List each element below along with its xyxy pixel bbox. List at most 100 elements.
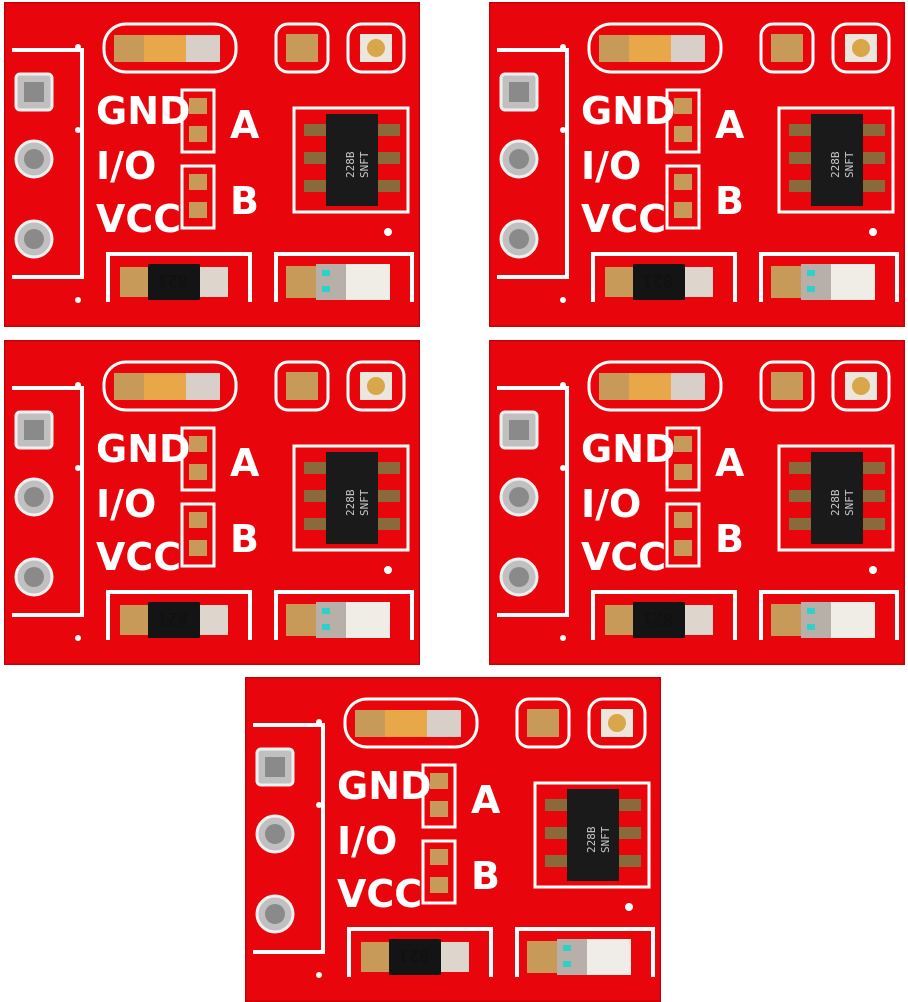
label-io: I/O xyxy=(581,482,641,526)
touch-sensor-board-1: GND I/O VCC A B xyxy=(4,2,420,327)
jumper-b xyxy=(421,839,457,905)
jumper-b xyxy=(180,502,216,568)
capacitor xyxy=(587,360,723,412)
status-led xyxy=(274,252,414,302)
chip-marking-line2: SNFT xyxy=(599,826,612,853)
touch-sensor-board-3: GND I/O VCC A B xyxy=(4,340,420,665)
capacitor xyxy=(343,697,479,749)
header-pin-vcc xyxy=(499,219,539,259)
label-jumper-a: A xyxy=(471,778,501,822)
resistor-marking: 821 xyxy=(642,608,673,628)
resistor-marking: 821 xyxy=(398,945,429,965)
header-pin-io xyxy=(499,139,539,179)
label-gnd: GND xyxy=(337,764,432,808)
resistor-marking: 821 xyxy=(157,270,188,290)
status-led xyxy=(274,590,414,640)
ic-chip: 228B SNFT xyxy=(533,781,651,889)
header-pin-gnd xyxy=(14,72,54,112)
label-jumper-a: A xyxy=(230,103,260,147)
jumper-b xyxy=(180,164,216,230)
jumper-a xyxy=(180,426,216,492)
header-pin-gnd xyxy=(499,410,539,450)
chip-marking-line1: 228B xyxy=(585,826,598,853)
header-pin-gnd xyxy=(255,747,295,787)
header-pin-io xyxy=(14,477,54,517)
touch-pad xyxy=(346,360,406,412)
resistor: 821 xyxy=(347,927,493,977)
chip-marking-line2: SNFT xyxy=(843,489,856,516)
resistor-marking: 821 xyxy=(157,608,188,628)
label-io: I/O xyxy=(337,819,397,863)
chip-marking-line1: 228B xyxy=(829,489,842,516)
label-io: I/O xyxy=(96,144,156,188)
status-led xyxy=(515,927,655,977)
resistor: 821 xyxy=(591,590,737,640)
label-vcc: VCC xyxy=(581,535,666,579)
touch-pad xyxy=(274,360,330,412)
label-vcc: VCC xyxy=(337,872,422,916)
label-jumper-a: A xyxy=(230,441,260,485)
label-jumper-a: A xyxy=(715,103,745,147)
label-vcc: VCC xyxy=(96,535,181,579)
jumper-a xyxy=(665,88,701,154)
touch-pad xyxy=(831,22,891,74)
label-jumper-b: B xyxy=(471,854,500,898)
label-jumper-b: B xyxy=(230,179,259,223)
capacitor xyxy=(587,22,723,74)
header-pin-io xyxy=(255,814,295,854)
label-gnd: GND xyxy=(581,89,676,133)
touch-pad xyxy=(515,697,571,749)
header-pin-vcc xyxy=(255,894,295,934)
label-gnd: GND xyxy=(581,427,676,471)
label-jumper-b: B xyxy=(715,179,744,223)
touch-sensor-board-5: GND I/O VCC A B xyxy=(245,677,661,1002)
label-jumper-b: B xyxy=(230,517,259,561)
touch-sensor-board-2: GND I/O VCC A B xyxy=(489,2,905,327)
resistor: 821 xyxy=(106,590,252,640)
header-pin-vcc xyxy=(499,557,539,597)
ic-chip: 228B SNFT xyxy=(777,106,895,214)
header-pin-vcc xyxy=(14,219,54,259)
label-jumper-b: B xyxy=(715,517,744,561)
capacitor xyxy=(102,22,238,74)
label-gnd: GND xyxy=(96,89,191,133)
header-pin-gnd xyxy=(499,72,539,112)
touch-pad xyxy=(274,22,330,74)
status-led xyxy=(759,590,899,640)
touch-sensor-board-4: GND I/O VCC A B xyxy=(489,340,905,665)
resistor: 821 xyxy=(591,252,737,302)
capacitor xyxy=(102,360,238,412)
label-gnd: GND xyxy=(96,427,191,471)
ic-chip: 228B SNFT xyxy=(777,444,895,552)
touch-pad xyxy=(587,697,647,749)
resistor: 821 xyxy=(106,252,252,302)
label-io: I/O xyxy=(96,482,156,526)
label-jumper-a: A xyxy=(715,441,745,485)
resistor-marking: 821 xyxy=(642,270,673,290)
chip-marking-line1: 228B xyxy=(344,151,357,178)
chip-marking-line2: SNFT xyxy=(843,151,856,178)
status-led xyxy=(759,252,899,302)
chip-marking-line1: 228B xyxy=(829,151,842,178)
header-pin-gnd xyxy=(14,410,54,450)
header-pin-io xyxy=(499,477,539,517)
header-pin-vcc xyxy=(14,557,54,597)
jumper-a xyxy=(180,88,216,154)
jumper-b xyxy=(665,164,701,230)
touch-pad xyxy=(759,360,815,412)
jumper-b xyxy=(665,502,701,568)
label-io: I/O xyxy=(581,144,641,188)
chip-marking-line1: 228B xyxy=(344,489,357,516)
ic-chip: 228B SNFT xyxy=(292,106,410,214)
header-pin-io xyxy=(14,139,54,179)
chip-marking-line2: SNFT xyxy=(358,489,371,516)
label-vcc: VCC xyxy=(96,197,181,241)
touch-pad xyxy=(759,22,815,74)
jumper-a xyxy=(665,426,701,492)
jumper-a xyxy=(421,763,457,829)
touch-pad xyxy=(346,22,406,74)
ic-chip: 228B SNFT xyxy=(292,444,410,552)
chip-marking-line2: SNFT xyxy=(358,151,371,178)
touch-pad xyxy=(831,360,891,412)
label-vcc: VCC xyxy=(581,197,666,241)
